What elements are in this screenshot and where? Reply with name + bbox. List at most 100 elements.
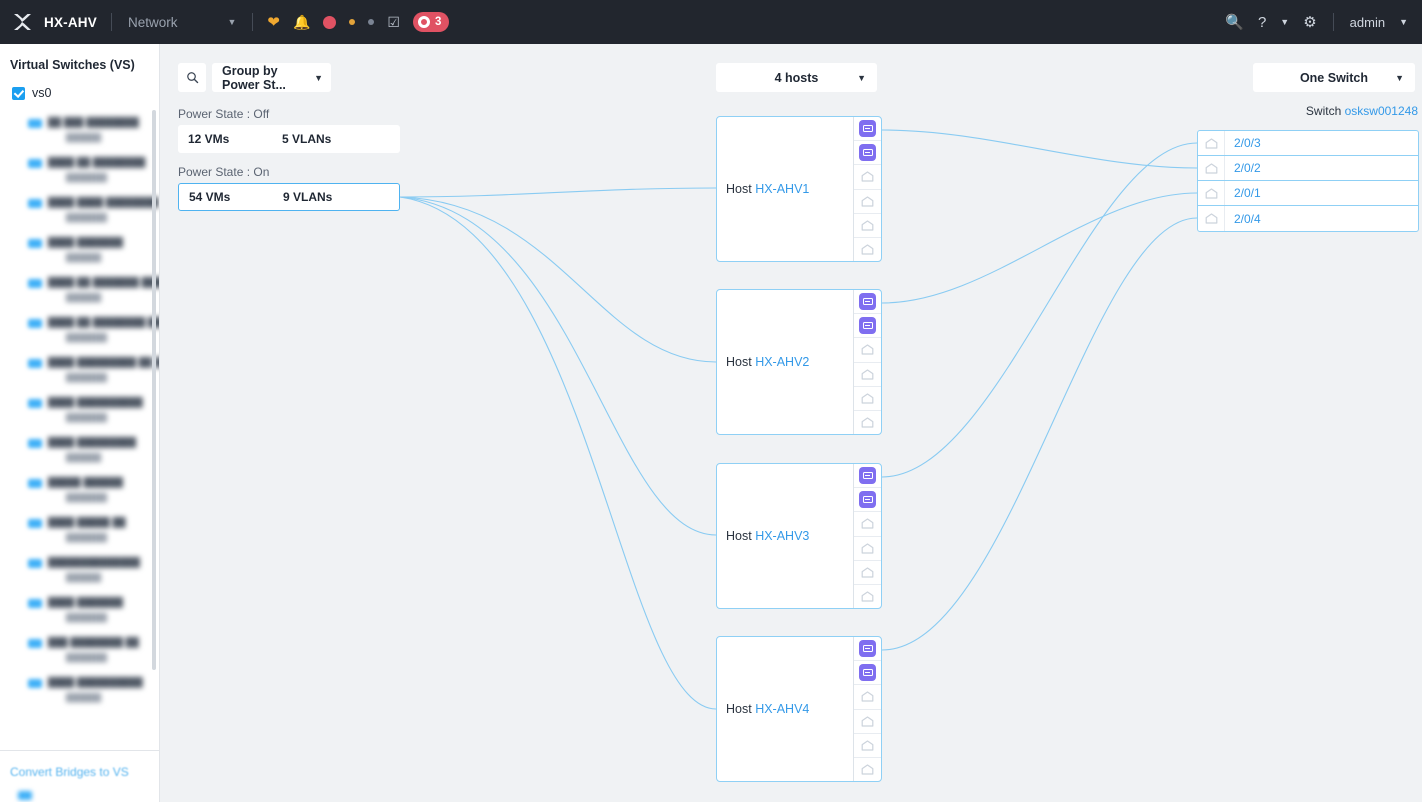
nav-item-network[interactable]: Network <box>128 15 178 30</box>
nic-inactive-icon[interactable] <box>859 366 876 383</box>
vs0-checkbox[interactable] <box>12 87 25 100</box>
task-checklist-icon[interactable]: ☑ <box>387 15 400 29</box>
nic-active-icon[interactable] <box>859 664 876 681</box>
host-card[interactable]: Host HX-AHV2 <box>716 289 882 435</box>
host-nic-slot[interactable] <box>854 710 881 734</box>
sidebar-item-vs0[interactable]: vs0 <box>0 72 159 100</box>
host-nic-slot[interactable] <box>854 238 881 261</box>
hosts-filter-dropdown[interactable]: 4 hosts ▼ <box>716 63 877 92</box>
host-nic-slot[interactable] <box>854 734 881 758</box>
host-nic-slot[interactable] <box>854 537 881 561</box>
host-nic-slot[interactable] <box>854 685 881 709</box>
sidebar-vs-item[interactable]: █████ █████████████ <box>0 470 159 510</box>
nic-active-icon[interactable] <box>859 293 876 310</box>
sidebar-vs-item[interactable]: ████ █████████████████ <box>0 390 159 430</box>
host-nic-slot[interactable] <box>854 141 881 165</box>
nutanix-x-logo[interactable] <box>0 0 44 44</box>
host-card[interactable]: Host HX-AHV1 <box>716 116 882 262</box>
group-by-dropdown[interactable]: Group by Power St... ▼ <box>212 63 331 92</box>
sidebar-scrollbar[interactable] <box>152 110 156 670</box>
switch-port-name[interactable]: 2/0/3 <box>1225 136 1261 150</box>
host-name[interactable]: HX-AHV3 <box>755 529 809 543</box>
host-nic-slot[interactable] <box>854 411 881 434</box>
sidebar-vs-item[interactable]: ████████████████████ <box>0 550 159 590</box>
sidebar-vs-item[interactable]: ████ ██████████████ <box>0 590 159 630</box>
host-nic-slot[interactable] <box>854 585 881 608</box>
host-nic-slot[interactable] <box>854 512 881 536</box>
nic-inactive-icon[interactable] <box>859 515 876 532</box>
nic-inactive-icon[interactable] <box>859 390 876 407</box>
nic-inactive-icon[interactable] <box>859 761 876 778</box>
host-nic-slot[interactable] <box>854 214 881 238</box>
chevron-down-icon[interactable]: ▼ <box>857 73 866 83</box>
nic-inactive-icon[interactable] <box>859 193 876 210</box>
switch-port-name[interactable]: 2/0/4 <box>1225 212 1261 226</box>
power-state-off-card[interactable]: 12 VMs 5 VLANs <box>178 125 400 153</box>
convert-bridges-link[interactable]: Convert Bridges to VS <box>10 765 129 779</box>
host-nic-slot[interactable] <box>854 117 881 141</box>
host-nic-slot[interactable] <box>854 338 881 362</box>
sidebar-vs-item[interactable]: ████ ████ ███████████████ <box>0 190 159 230</box>
switch-name[interactable]: osksw001248 <box>1345 104 1418 118</box>
nic-inactive-icon[interactable] <box>859 713 876 730</box>
sidebar-vs-item[interactable]: ████ ██ ███████ █████████████ <box>0 270 159 310</box>
nic-inactive-icon[interactable] <box>859 168 876 185</box>
nic-active-icon[interactable] <box>859 317 876 334</box>
nic-inactive-icon[interactable] <box>859 564 876 581</box>
host-card[interactable]: Host HX-AHV4 <box>716 636 882 782</box>
sidebar-vs-item[interactable]: ████ █████ █████████ <box>0 510 159 550</box>
host-nic-slot[interactable] <box>854 637 881 661</box>
chevron-down-icon[interactable]: ▼ <box>1395 73 1404 83</box>
switch-port-row[interactable]: 2/0/2 <box>1198 156 1418 181</box>
chevron-down-icon[interactable]: ▼ <box>314 73 323 83</box>
sidebar-vs-item[interactable]: ████ ███████████████ <box>0 430 159 470</box>
chevron-down-icon[interactable]: ▼ <box>1280 17 1289 27</box>
alert-count-badge[interactable]: 3 <box>413 12 449 32</box>
nic-inactive-icon[interactable] <box>859 217 876 234</box>
host-name[interactable]: HX-AHV4 <box>755 702 809 716</box>
nic-inactive-icon[interactable] <box>859 737 876 754</box>
host-nic-slot[interactable] <box>854 190 881 214</box>
sidebar-vs-item[interactable]: ████ █████████████ <box>0 230 159 270</box>
sidebar-vs-list[interactable]: ██ ███ ██████████████████ ██ ███████████… <box>0 110 159 750</box>
nic-inactive-icon[interactable] <box>859 540 876 557</box>
nav-dropdown[interactable]: Network ▼ <box>112 15 252 30</box>
host-nic-slot[interactable] <box>854 363 881 387</box>
bell-icon[interactable]: 🔔 <box>293 15 310 29</box>
status-dot-critical[interactable] <box>323 16 336 29</box>
nic-inactive-icon[interactable] <box>859 241 876 258</box>
sidebar-vs-item[interactable]: ███ ████████ █████████ <box>0 630 159 670</box>
switch-port-row[interactable]: 2/0/4 <box>1198 206 1418 231</box>
switch-port-row[interactable]: 2/0/1 <box>1198 181 1418 206</box>
host-nic-slot[interactable] <box>854 561 881 585</box>
host-nic-slot[interactable] <box>854 387 881 411</box>
switch-port-row[interactable]: 2/0/3 <box>1198 131 1418 156</box>
host-nic-slot[interactable] <box>854 290 881 314</box>
sidebar-vs-item[interactable]: ████ ██ ████████ █████████████ <box>0 310 159 350</box>
sidebar-vs-item[interactable]: ████ ████████████████ <box>0 670 159 710</box>
heartbeat-icon[interactable]: ❤ <box>267 15 280 30</box>
host-nic-slot[interactable] <box>854 758 881 781</box>
search-button[interactable] <box>178 63 206 92</box>
nic-inactive-icon[interactable] <box>859 688 876 705</box>
host-nic-slot[interactable] <box>854 165 881 189</box>
host-nic-slot[interactable] <box>854 314 881 338</box>
nic-inactive-icon[interactable] <box>859 341 876 358</box>
host-name[interactable]: HX-AHV2 <box>755 355 809 369</box>
sidebar-vs-item[interactable]: ████ █████████ ██ ██████████ <box>0 350 159 390</box>
power-state-on-card[interactable]: 54 VMs 9 VLANs <box>178 183 400 211</box>
status-dot-info[interactable] <box>368 19 374 25</box>
gear-icon[interactable]: ⚙ <box>1303 15 1316 30</box>
host-nic-slot[interactable] <box>854 661 881 685</box>
host-nic-slot[interactable] <box>854 488 881 512</box>
user-menu-label[interactable]: admin <box>1350 15 1385 30</box>
nic-active-icon[interactable] <box>859 640 876 657</box>
switch-port-name[interactable]: 2/0/1 <box>1225 186 1261 200</box>
sidebar-vs-item[interactable]: ██ ███ ██████████████ <box>0 110 159 150</box>
switch-filter-dropdown[interactable]: One Switch ▼ <box>1253 63 1415 92</box>
chevron-down-icon[interactable]: ▼ <box>227 17 236 27</box>
nic-active-icon[interactable] <box>859 491 876 508</box>
host-card[interactable]: Host HX-AHV3 <box>716 463 882 609</box>
search-icon[interactable]: 🔍 <box>1225 15 1244 30</box>
nic-active-icon[interactable] <box>859 144 876 161</box>
